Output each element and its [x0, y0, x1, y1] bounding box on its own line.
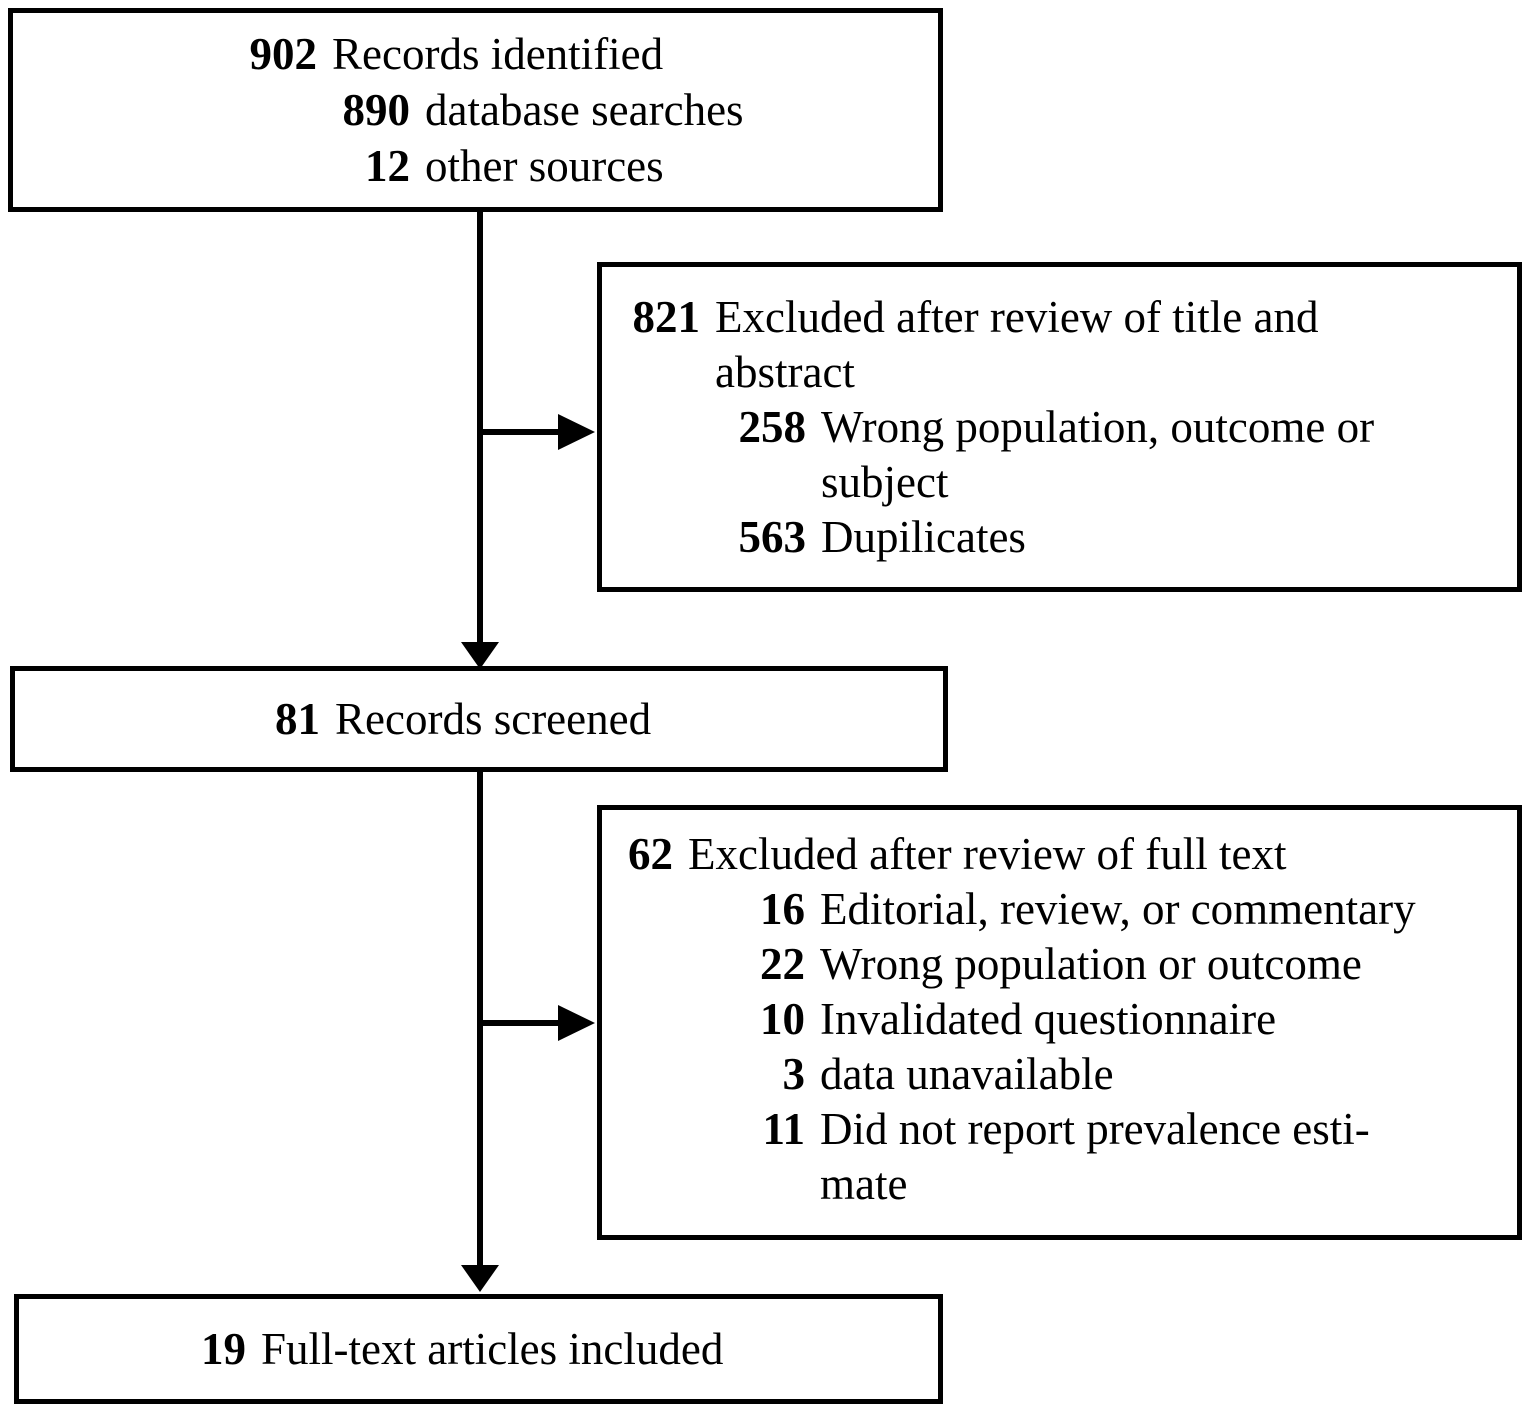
count: 22 — [760, 939, 805, 989]
flow-line: 16 Editorial, review, or commentary — [602, 882, 1517, 937]
flow-line: 11 Did not report prevalence esti- mate — [602, 1102, 1517, 1212]
flow-line: 10 Invalidated questionnaire — [602, 992, 1517, 1047]
label: Did not report prevalence esti- mate — [820, 1104, 1370, 1209]
label: Excluded after review of full text — [688, 829, 1287, 879]
count: 258 — [738, 402, 807, 452]
label: database searches — [425, 85, 744, 135]
label: Wrong population, outcome or subject — [821, 402, 1375, 507]
flow-line: 62 Excluded after review of full text — [602, 827, 1517, 882]
count: 62 — [628, 829, 673, 879]
label: Wrong population or outcome — [820, 939, 1362, 989]
arrowhead-right-excluded-full-text — [558, 1005, 595, 1041]
arrowhead-down-included — [461, 1265, 499, 1292]
full-text-included-box: 19 Full-text articles included — [14, 1294, 943, 1404]
label: data unavailable — [820, 1049, 1114, 1099]
flow-line: 81 Records screened — [15, 692, 651, 747]
count: 19 — [201, 1323, 246, 1374]
flow-line: 563 Dupilicates — [602, 510, 1517, 565]
flow-line: 258 Wrong population, outcome or subject — [602, 400, 1517, 510]
records-screened-box: 81 Records screened — [10, 666, 948, 772]
label: Records identified — [332, 29, 664, 79]
count: 11 — [762, 1104, 805, 1154]
arrowhead-down-screened — [461, 642, 499, 669]
label: Editorial, review, or commentary — [820, 884, 1416, 934]
flow-line: 821 Excluded after review of title and a… — [602, 290, 1517, 400]
flow-line: 19 Full-text articles included — [19, 1322, 723, 1377]
records-identified-box: 902 Records identified 890 database sear… — [8, 8, 943, 212]
label: Invalidated questionnaire — [820, 994, 1277, 1044]
count: 10 — [760, 994, 805, 1044]
label: Records screened — [335, 693, 652, 744]
excluded-full-text-box: 62 Excluded after review of full text 16… — [597, 805, 1522, 1240]
flow-line: 3 data unavailable — [602, 1047, 1517, 1102]
label: other sources — [425, 141, 664, 191]
count: 3 — [782, 1049, 806, 1099]
count: 16 — [760, 884, 805, 934]
excluded-title-abstract-box: 821 Excluded after review of title and a… — [597, 262, 1522, 592]
label: Dupilicates — [821, 512, 1026, 562]
label: Excluded after review of title and abstr… — [715, 292, 1319, 397]
flow-line: 902 Records identified — [13, 26, 938, 82]
count: 12 — [365, 141, 410, 191]
count: 902 — [249, 29, 318, 79]
count: 821 — [632, 292, 701, 342]
flow-line: 22 Wrong population or outcome — [602, 937, 1517, 992]
count: 563 — [738, 512, 807, 562]
count: 81 — [275, 693, 320, 744]
count: 890 — [342, 85, 411, 135]
label: Full-text articles included — [261, 1323, 724, 1374]
arrowhead-right-excluded-title-abstract — [558, 414, 595, 450]
flow-line: 890 database searches — [13, 82, 938, 138]
flow-line: 12 other sources — [13, 138, 938, 194]
